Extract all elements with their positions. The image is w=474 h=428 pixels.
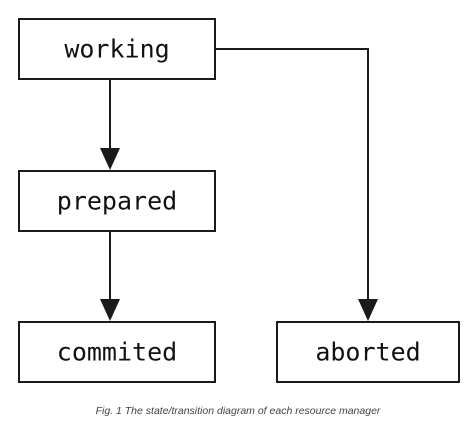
arrowhead-icon	[100, 148, 120, 170]
state-commited: commited	[18, 321, 216, 383]
figure-caption: Fig. 1 The state/transition diagram of e…	[96, 405, 381, 417]
transition-line	[215, 48, 369, 301]
state-aborted: aborted	[276, 321, 460, 383]
state-commited-label: commited	[57, 338, 177, 367]
state-working-box	[18, 18, 216, 80]
state-aborted-box	[276, 321, 460, 383]
arrowhead-icon	[100, 299, 120, 321]
transition-prepared-to-commited	[100, 231, 120, 321]
transition-working-to-prepared	[100, 79, 120, 170]
state-aborted-label: aborted	[315, 338, 420, 367]
transition-working-to-aborted	[215, 48, 378, 321]
state-prepared-label: prepared	[57, 187, 177, 216]
state-prepared: prepared	[18, 170, 216, 232]
state-prepared-box	[18, 170, 216, 232]
state-working-label: working	[64, 35, 169, 64]
state-commited-box	[18, 321, 216, 383]
state-working: working	[18, 18, 216, 80]
arrowhead-icon	[358, 299, 378, 321]
